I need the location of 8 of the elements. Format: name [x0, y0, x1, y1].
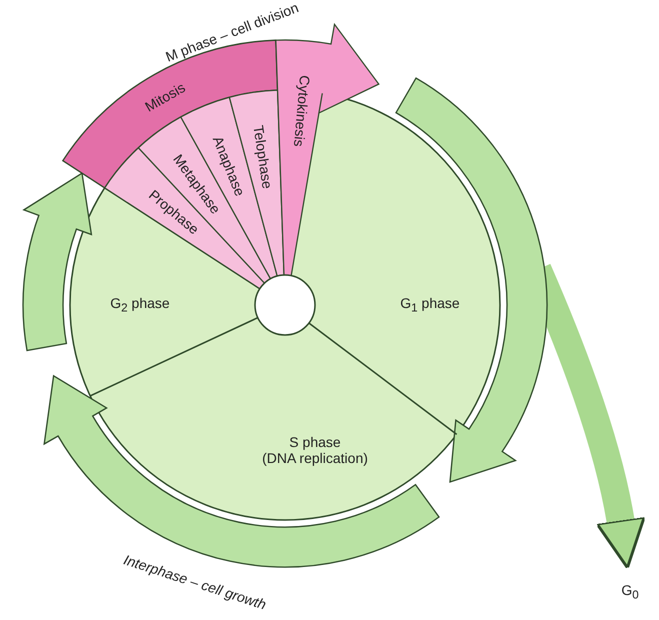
phase-label: (DNA replication) — [262, 450, 368, 466]
phase-caption: M phase – cell division — [163, 0, 301, 65]
phase-label: S phase — [288, 434, 342, 450]
phase-label: Telophase — [250, 124, 276, 190]
phase-label: G$_{0}$ — [621, 582, 639, 602]
phase-label: Cytokinesis — [290, 74, 314, 148]
phase-label: G$_{1}$ phase — [400, 294, 460, 316]
phase-label: G$_{2}$ phase — [110, 294, 170, 316]
